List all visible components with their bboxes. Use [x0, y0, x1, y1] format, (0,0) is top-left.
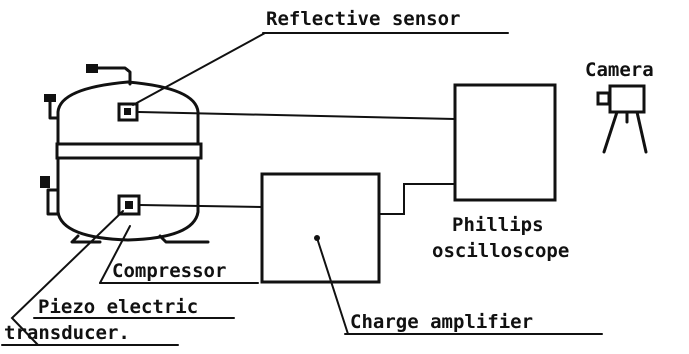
compressor-upper-shell	[56, 80, 200, 147]
label-reflective-sensor: Reflective sensor	[266, 8, 460, 30]
camera-tripod	[602, 110, 648, 154]
compressor	[40, 64, 210, 244]
label-transducer: transducer.	[4, 322, 130, 344]
label-camera: Camera	[585, 59, 654, 81]
compressor-top-pipe	[93, 66, 132, 86]
compressor-side-pipe-lower	[46, 188, 60, 216]
leader-compressor	[99, 225, 131, 284]
reflective-sensor-dot	[124, 108, 131, 115]
label-piezo-electric: Piezo electric	[38, 296, 198, 318]
compressor-pipe-cap	[86, 64, 98, 73]
charge-amplifier-box	[260, 172, 381, 284]
wire-piezo-to-amplifier	[139, 204, 263, 208]
leader-reflective-sensor	[132, 32, 266, 106]
camera-lens	[596, 91, 611, 106]
compressor-band	[55, 142, 203, 160]
wire-sensor-to-oscilloscope	[138, 111, 456, 120]
leader-piezo	[10, 210, 124, 346]
side-pipe-cap-upper	[44, 94, 56, 102]
camera	[596, 84, 648, 154]
label-compressor: Compressor	[112, 260, 226, 282]
compressor-side-pipe-upper	[48, 96, 60, 120]
side-pipe-cap-lower	[40, 176, 50, 188]
label-charge-amplifier: Charge amplifier	[350, 311, 533, 333]
label-phillips: Phillips	[452, 214, 544, 236]
label-oscilloscope: oscilloscope	[432, 240, 569, 262]
compressor-lower-shell	[56, 156, 200, 242]
wire-amplifier-to-oscilloscope	[378, 183, 456, 215]
oscilloscope-box	[453, 83, 557, 202]
leader-charge-amplifier	[316, 237, 349, 335]
piezo-transducer-dot	[125, 201, 133, 209]
camera-body	[608, 84, 646, 114]
